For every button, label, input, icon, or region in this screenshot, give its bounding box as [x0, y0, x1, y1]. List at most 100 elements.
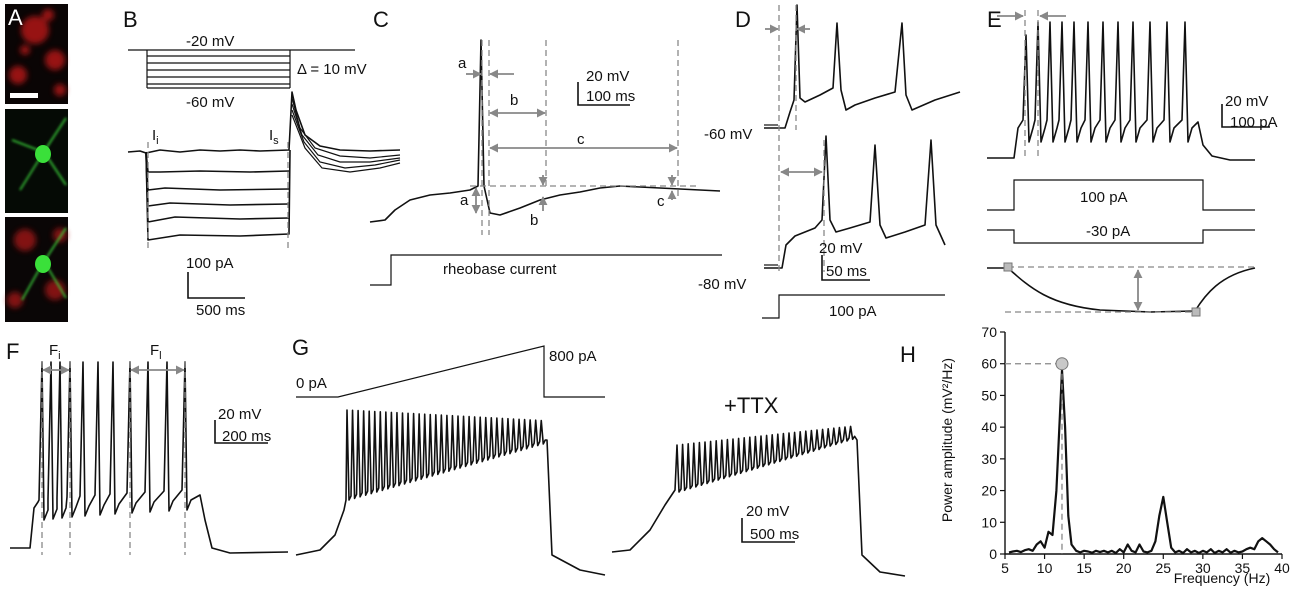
- g-trace-control: [295, 409, 606, 576]
- h-y-tick-label: 0: [989, 546, 997, 562]
- d-scale-time: 50 ms: [826, 263, 867, 280]
- micrograph-green: [5, 109, 68, 213]
- h-y-tick-label: 50: [981, 387, 997, 403]
- g-ramp-end: 800 pA: [549, 348, 597, 365]
- f-scale-voltage: 20 mV: [218, 406, 261, 423]
- c-label-b: b: [510, 92, 518, 109]
- g-ramp-start: 0 pA: [296, 375, 327, 392]
- g-scale-voltage: 20 mV: [746, 503, 789, 520]
- c-label-a: a: [458, 55, 467, 72]
- h-x-tick-label: 5: [1001, 560, 1009, 576]
- panel-label-a: A: [8, 5, 23, 30]
- d-scale-voltage: 20 mV: [819, 240, 862, 257]
- c-arrows: [466, 69, 678, 214]
- f-label-fl: Fl: [150, 342, 162, 362]
- h-series-line: [1008, 369, 1279, 555]
- panel-label-f: F: [6, 339, 19, 364]
- h-x-tick-label: 35: [1235, 560, 1251, 576]
- h-y-tick-label: 30: [981, 451, 997, 467]
- g-trace-ttx: [611, 425, 906, 577]
- c-scale-time: 100 ms: [586, 88, 635, 105]
- power-spectrum-chart: 0 10 20 30 40 50 60 70 5 10 15 20 25 30 35 40: [981, 324, 1290, 576]
- b-delta-step: Δ = 10 mV: [297, 61, 367, 78]
- h-y-tick-label: 40: [981, 419, 997, 435]
- h-peak-marker: [1055, 357, 1069, 371]
- panel-b: B -20 mV -60 mV Δ = 10 mV Ii Is 100 pA 5…: [123, 7, 401, 319]
- e-scale-voltage: 20 mV: [1225, 93, 1268, 110]
- g-ttx-label: +TTX: [724, 393, 779, 418]
- h-y-tick-label: 20: [981, 483, 997, 499]
- panel-label-e: E: [987, 7, 1002, 32]
- c-voltage-trace: [369, 39, 721, 223]
- c-label-b2: b: [530, 212, 538, 229]
- f-scalebar: [214, 420, 268, 444]
- d-current-label: 100 pA: [829, 303, 877, 320]
- e-scale-current: 100 pA: [1230, 114, 1278, 131]
- panel-e: E 20 mV 100 pA 100 pA -30 pA: [987, 7, 1278, 317]
- panel-f: F Fi Fl 20 mV 200 ms: [6, 339, 289, 555]
- h-x-tick-label: 15: [1076, 560, 1092, 576]
- f-guides: [41, 362, 186, 555]
- d-trace-bottom: [764, 135, 946, 269]
- e-scalebar: [1221, 104, 1270, 128]
- b-label-is: Is: [269, 127, 279, 147]
- e-spike-trace: [987, 21, 1255, 161]
- b-top-voltage: -20 mV: [186, 33, 234, 50]
- h-y-tick-label: 70: [981, 324, 997, 340]
- panel-label-b: B: [123, 7, 138, 32]
- f-scale-time: 200 ms: [222, 428, 271, 445]
- panel-g: G 0 pA 800 pA +TTX 20 mV 500 ms: [292, 335, 906, 577]
- c-guides: [470, 40, 700, 235]
- d-label-60mv: -60 mV: [704, 126, 752, 143]
- f-spike-trace: [10, 361, 289, 554]
- b-scale-current: 100 pA: [186, 255, 234, 272]
- e-pos-label: 100 pA: [1080, 189, 1128, 206]
- b-label-ii: Ii: [152, 127, 159, 147]
- e-guides: [997, 10, 1066, 160]
- panel-d: D -60 mV -80 mV 20 mV 50 ms 100 pA: [698, 4, 961, 320]
- h-y-tick-label: 10: [981, 514, 997, 530]
- c-rheobase-label: rheobase current: [443, 261, 557, 278]
- c-scale-voltage: 20 mV: [586, 68, 629, 85]
- panel-label-c: C: [373, 7, 389, 32]
- b-bottom-voltage: -60 mV: [186, 94, 234, 111]
- e-guides-bottom: [1003, 262, 1255, 317]
- b-current-traces: [127, 91, 401, 241]
- h-x-tick-label: 40: [1274, 560, 1290, 576]
- b-scale-time: 500 ms: [196, 302, 245, 319]
- c-label-c2: c: [657, 193, 665, 210]
- c-label-c: c: [577, 131, 585, 148]
- e-neg-step: [987, 229, 1255, 244]
- panel-c: C a b c a b c 20 mV 100 ms rheo: [369, 7, 722, 286]
- h-axes: [1004, 332, 1282, 555]
- d-scalebar: [821, 255, 870, 281]
- h-x-tick-label: 25: [1155, 560, 1171, 576]
- micrograph-merge: [5, 217, 68, 322]
- g-ramp-current: [296, 345, 605, 398]
- c-current-step: [370, 254, 722, 286]
- panel-a: A: [5, 4, 68, 322]
- d-current-step: [762, 294, 945, 319]
- e-pos-step: [987, 179, 1255, 211]
- d-label-80mv: -80 mV: [698, 276, 746, 293]
- f-label-fi: Fi: [49, 342, 61, 362]
- d-guides: [765, 5, 825, 272]
- e-neg-label: -30 pA: [1086, 223, 1130, 240]
- e-hyperpol-trace: [987, 267, 1256, 313]
- h-x-tick-label: 30: [1195, 560, 1211, 576]
- c-scalebar: [577, 82, 630, 106]
- panel-label-d: D: [735, 7, 751, 32]
- panel-label-h: H: [900, 342, 916, 367]
- panel-label-g: G: [292, 335, 309, 360]
- panel-h: H 0 10 20 30 40 50 60 70 5 10 15 20 25 30 35 40 Power a…: [900, 324, 1290, 586]
- micrograph-red: [5, 4, 68, 104]
- g-scalebar: [741, 518, 795, 543]
- h-x-tick-label: 10: [1037, 560, 1053, 576]
- h-x-tick-label: 20: [1116, 560, 1132, 576]
- h-y-axis-label: Power amplitude (mV²/Hz): [939, 358, 955, 522]
- d-trace-top: [764, 4, 961, 129]
- c-label-a2: a: [460, 192, 469, 209]
- b-scalebar: [187, 272, 245, 299]
- h-y-tick-label: 60: [981, 356, 997, 372]
